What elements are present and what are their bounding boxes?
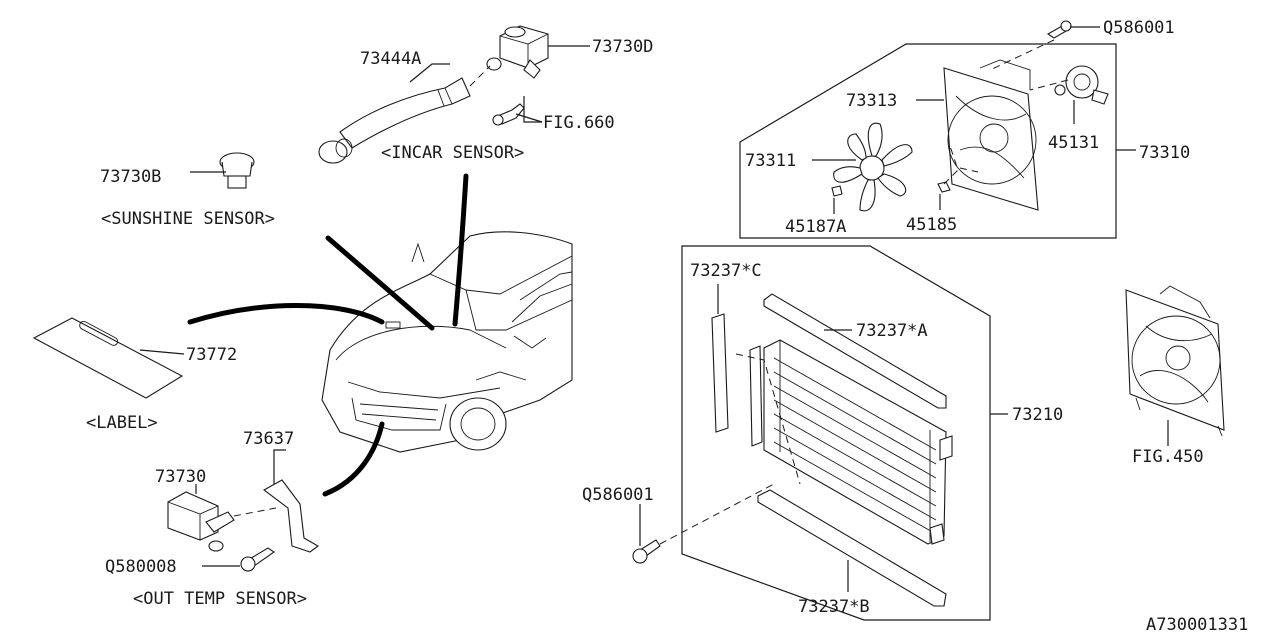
label-group: 73772 <LABEL> [32,317,237,433]
leader-sunshine [325,235,435,331]
diagram-id: A730001331 [1146,615,1248,635]
caption-incar-sensor: <INCAR SENSOR> [381,143,524,163]
label-sheet [32,317,184,399]
label-73730: 73730 [155,467,206,487]
vehicle-illustration [321,231,573,453]
label-73313: 73313 [846,91,897,111]
out-temp-sensor-group: 73637 73730 Q580008 <OUT TEMP SENSOR> [105,429,319,609]
label-73311: 73311 [745,151,796,171]
label-q586001-bottom: Q586001 [582,485,654,505]
label-73237A: 73237*A [856,321,928,341]
label-73310: 73310 [1139,143,1190,163]
label-73730D: 73730D [592,37,653,57]
label-fig660: FIG.660 [543,113,615,133]
label-fig450: FIG.450 [1132,447,1204,467]
fan-assembly-group: Q586001 73313 45131 73310 73311 45187A 4… [739,18,1190,239]
label-q586001-top: Q586001 [1103,18,1175,38]
screw-fig660 [492,103,525,126]
caption-sunshine-sensor: <SUNSHINE SENSOR> [101,209,275,229]
label-73637: 73637 [243,429,294,449]
aspirator-hose [339,77,471,149]
leader-label [187,303,385,325]
label-q580008: Q580008 [105,557,177,577]
label-73772: 73772 [186,345,237,365]
label-73730B: 73730B [100,167,161,187]
label-73237B: 73237*B [798,597,870,617]
fan-blade [833,122,913,212]
label-73444A: 73444A [360,49,421,69]
fig450-shroud-group: FIG.450 [1125,285,1225,467]
hose-end [318,140,348,164]
label-45131: 45131 [1048,133,1099,153]
leader-incar [452,173,469,327]
bolt-q586001-bottom [632,539,661,564]
label-45187A: 45187A [785,217,846,237]
label-45185: 45185 [906,215,957,235]
incar-sensor-group: 73444A 73730D FIG.660 <INCAR SENSOR> [318,25,653,164]
bolt-q586001-top [1046,20,1072,39]
sunshine-sensor-group: 73730B <SUNSHINE SENSOR> [100,152,275,229]
fan-motor [1054,65,1109,105]
bolt-q580008 [240,547,275,572]
condenser-group: 73237*C 73237*A 73210 Q586001 73237*B [582,245,1063,621]
leader-out-temp [322,421,385,497]
label-73237C: 73237*C [690,261,762,281]
label-73210: 73210 [1012,405,1063,425]
caption-out-temp-sensor: <OUT TEMP SENSOR> [133,589,307,609]
incar-sensor-part [486,25,549,79]
caption-label: <LABEL> [86,413,158,433]
